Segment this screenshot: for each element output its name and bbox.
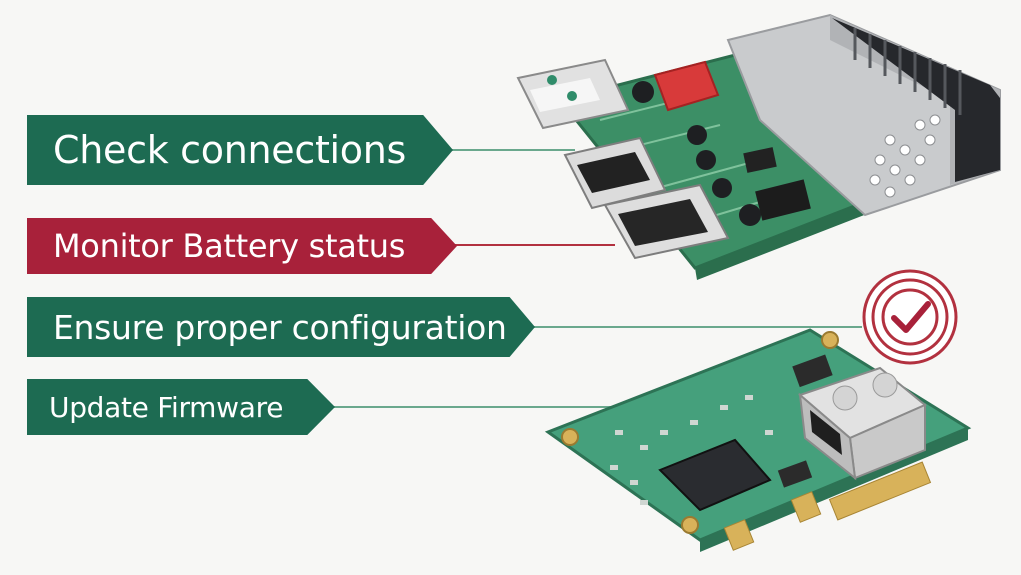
step-check-connections: Check connections <box>27 115 453 185</box>
step-update-firmware: Update Firmware <box>27 379 335 435</box>
step-ensure-proper-configuration: Ensure proper configuration <box>27 297 535 357</box>
step-label: Ensure proper configuration <box>53 307 507 347</box>
step-monitor-battery-status: Monitor Battery status <box>27 218 457 274</box>
step-label: Check connections <box>53 128 407 172</box>
step-label: Monitor Battery status <box>53 227 406 265</box>
usb-adapter-device-image <box>516 13 1001 280</box>
expansion-board-image <box>544 328 972 552</box>
checkmark-badge-icon <box>862 269 958 365</box>
step-label: Update Firmware <box>49 390 284 424</box>
